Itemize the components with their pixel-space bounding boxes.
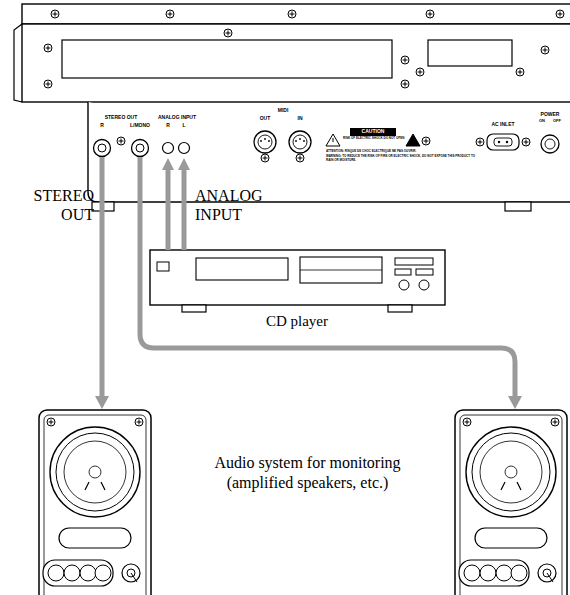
cd-player-drawing — [150, 250, 445, 312]
switch-label: OFF — [550, 119, 564, 124]
panel-label: STEREO OUT — [96, 115, 146, 121]
speaker-left — [39, 410, 151, 595]
warning-text: WARNING: TO REDUCE THE RISK OF FIRE OR E… — [326, 155, 476, 162]
speaker-label: Audio system for monitoring (amplified s… — [185, 453, 430, 493]
panel-label: ANALOG INPUT — [152, 115, 202, 121]
caution-box: CAUTION — [350, 128, 396, 136]
panel-label: IN — [290, 116, 310, 122]
panel-label: POWER — [535, 112, 565, 118]
jack-label: R — [162, 123, 174, 129]
warning-text: ATTENTION: RISQUE DE CHOC ELECTRIQUE NE … — [326, 150, 476, 153]
panel-label: OUT — [255, 116, 275, 122]
panel-label: MIDI — [268, 108, 298, 114]
caution-text: RISK OF ELECTRIC SHOCK DO NOT OPEN — [343, 137, 403, 140]
device-rear-panel — [14, 4, 570, 211]
panel-label: AC INLET — [485, 122, 521, 128]
jack-label: R — [96, 123, 108, 129]
jack-label: L/MONO — [126, 123, 154, 129]
switch-label: ON — [536, 119, 548, 124]
jack-label: L — [178, 123, 190, 129]
device-label: CD player — [237, 313, 357, 330]
audio-cables — [102, 157, 515, 398]
speaker-right — [455, 410, 567, 595]
connection-label: ANALOG INPUT — [195, 186, 295, 224]
cable-arrowheads — [95, 158, 522, 409]
connection-label: STEREO OUT — [26, 186, 94, 224]
